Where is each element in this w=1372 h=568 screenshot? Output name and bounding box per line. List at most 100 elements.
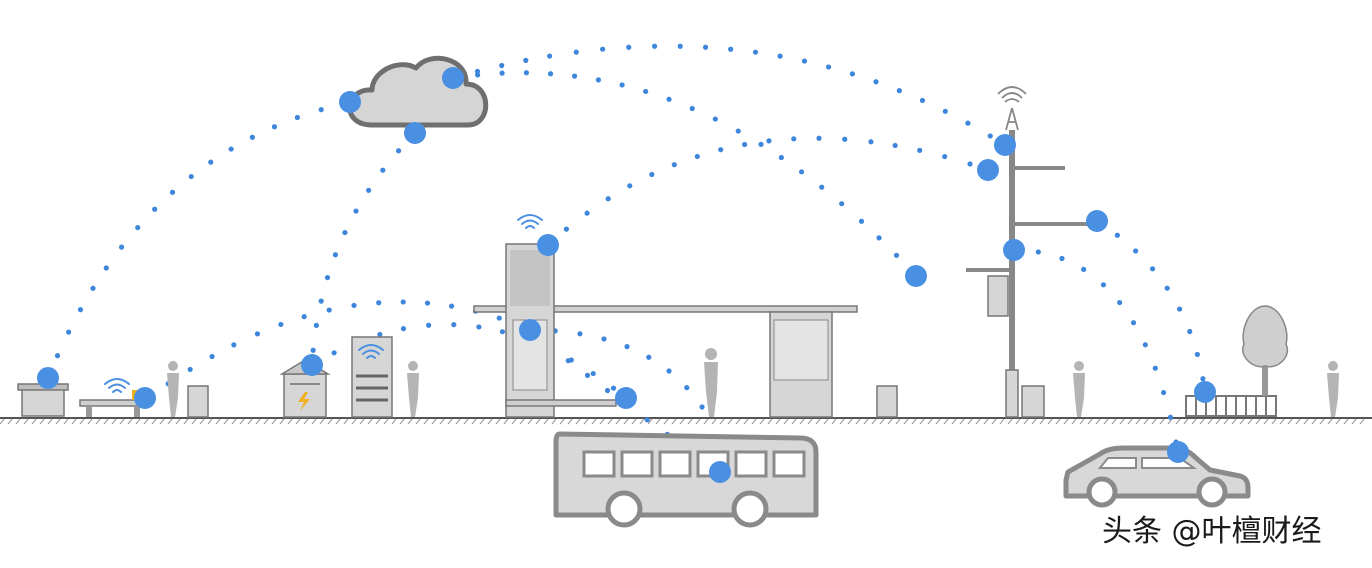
ground-hatch: [175, 418, 181, 425]
ground-hatch: [103, 418, 109, 425]
ground-hatch: [431, 418, 437, 425]
ground-hatch: [207, 418, 213, 425]
pedestrian: [1073, 361, 1085, 417]
link-dot: [849, 71, 856, 77]
car: [1063, 445, 1251, 508]
ground-hatch: [335, 418, 341, 425]
ground-hatch: [855, 418, 861, 425]
ground-hatch: [247, 418, 253, 425]
smart-locker: [351, 336, 393, 418]
ground-hatch: [479, 418, 485, 425]
ground-hatch: [1255, 418, 1261, 425]
ground-hatch: [751, 418, 757, 425]
link-dot: [342, 229, 348, 236]
link-dot: [1133, 248, 1139, 254]
ground-hatch: [1159, 418, 1165, 425]
ground-hatch: [1311, 418, 1317, 425]
link-dot: [624, 344, 630, 350]
ground-hatch: [223, 418, 229, 425]
link-dot: [188, 173, 194, 180]
ground-hatch: [527, 418, 533, 425]
link-dot: [677, 43, 683, 49]
ground-hatch: [1135, 418, 1141, 425]
link-dot: [547, 53, 553, 59]
link-dot: [523, 57, 529, 63]
ground-hatch: [0, 418, 5, 425]
link-dot: [169, 189, 176, 195]
ground-hatch: [1007, 418, 1013, 425]
ground-hatch: [607, 418, 613, 425]
ground-hatch: [1215, 418, 1221, 425]
ground-hatch: [543, 418, 549, 425]
ground-hatch: [647, 418, 653, 425]
ground-hatch: [639, 418, 645, 425]
link-dot: [1164, 285, 1170, 291]
ground-hatch: [231, 418, 237, 425]
network-node: [134, 387, 156, 409]
pedestrian: [1327, 361, 1339, 417]
link-dot: [666, 368, 672, 374]
ground-hatch: [367, 418, 373, 425]
ground-hatch: [903, 418, 909, 425]
link-dot: [294, 114, 300, 121]
ground-hatch: [919, 418, 925, 425]
link-dot: [644, 417, 650, 423]
ground-hatch: [591, 418, 597, 425]
ground-hatch: [295, 418, 301, 425]
ground-hatch: [743, 418, 749, 425]
ground-hatch: [551, 418, 557, 425]
link-dot: [547, 71, 554, 77]
trash-bin: [876, 385, 898, 418]
ground-hatch: [311, 418, 317, 425]
link-dot: [448, 303, 455, 309]
ground-hatch: [399, 418, 405, 425]
link-dot: [426, 322, 432, 328]
ground-hatch: [471, 418, 477, 425]
link-dot: [332, 252, 339, 258]
ground-hatch: [31, 418, 37, 425]
link-dot: [313, 322, 319, 328]
ground-hatch: [935, 418, 941, 425]
link-dot: [376, 300, 382, 306]
ground-hatch: [1223, 418, 1229, 425]
ground-hatch: [631, 418, 637, 425]
link-dot: [893, 252, 900, 258]
link-dot: [499, 70, 505, 76]
wifi-icon: [517, 214, 543, 229]
ground-hatch: [871, 418, 877, 425]
link-dot: [324, 274, 331, 281]
link-dot: [577, 331, 583, 337]
ground-hatch: [1319, 418, 1325, 425]
ground-hatch: [943, 418, 949, 425]
link-dot: [967, 161, 973, 167]
watermark-label: 头条 @叶檀财经: [1102, 514, 1322, 549]
link-dot: [626, 44, 632, 50]
link-dot: [839, 201, 845, 207]
link-dot: [694, 153, 700, 160]
ground-hatch: [7, 418, 13, 425]
pedestrian: [167, 361, 179, 417]
link-dot: [1187, 328, 1193, 335]
link-dot: [646, 354, 652, 360]
network-node: [1167, 441, 1189, 463]
ground-hatch: [735, 418, 741, 425]
link-dot: [610, 385, 617, 391]
link-dot: [819, 184, 825, 190]
link-dot: [873, 79, 879, 85]
ground-hatch: [511, 418, 517, 425]
link-dot: [366, 187, 372, 193]
link-dot: [942, 153, 948, 160]
link-dot: [1200, 376, 1206, 382]
link-dot: [584, 210, 590, 216]
ground-hatch: [143, 418, 149, 425]
ground-hatch: [151, 418, 157, 425]
network-node: [977, 159, 999, 181]
ground-hatch: [719, 418, 725, 425]
ground-hatch: [255, 418, 261, 425]
link-dot: [331, 350, 337, 356]
link-dot: [778, 154, 784, 161]
ground-hatch: [911, 418, 917, 425]
ground-hatch: [1111, 418, 1117, 425]
ground-hatch: [391, 418, 397, 425]
link-dot: [735, 128, 741, 134]
